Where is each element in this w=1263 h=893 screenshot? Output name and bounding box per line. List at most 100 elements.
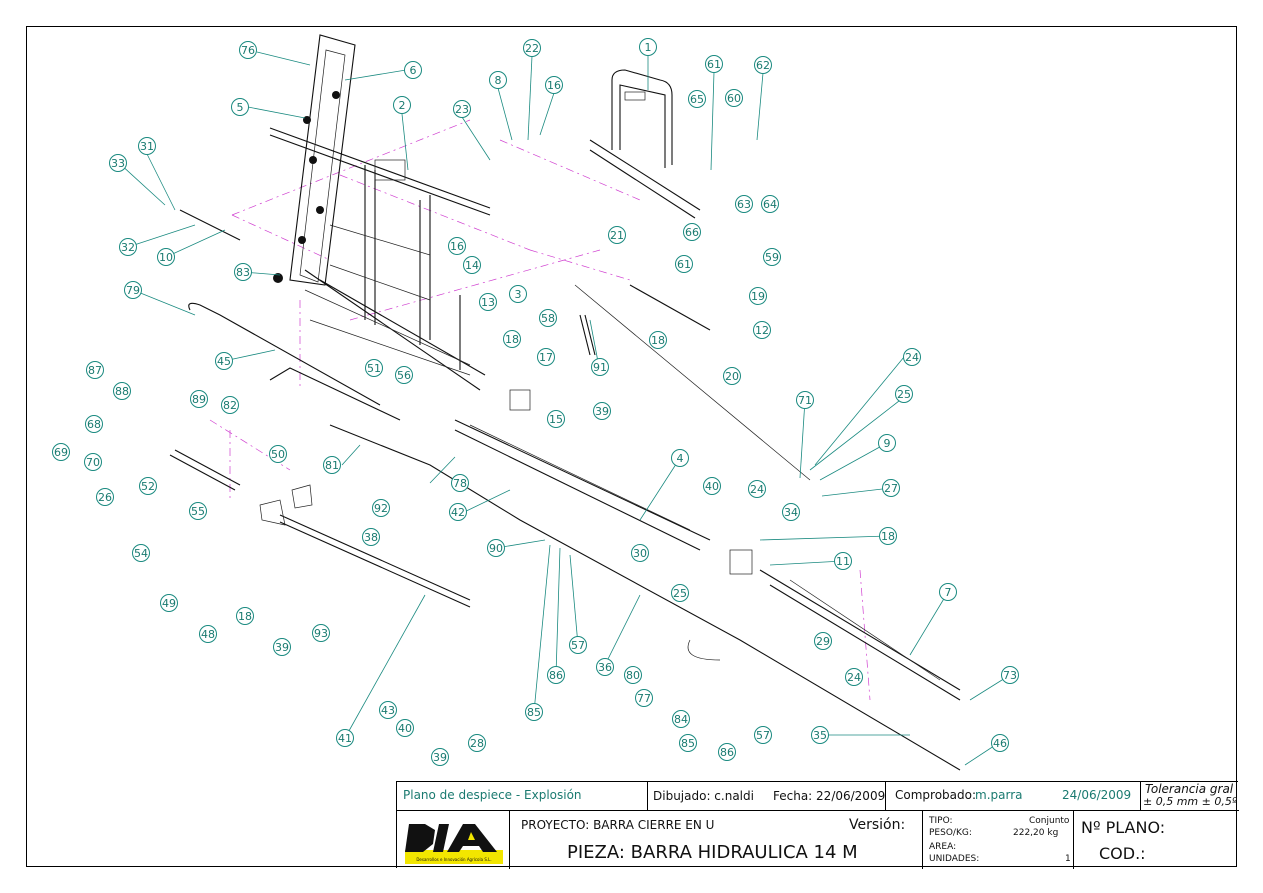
callout-number: 83 [236, 266, 250, 279]
callout-83: 83 [234, 263, 252, 281]
callout-38: 38 [362, 528, 380, 546]
callout-36: 36 [596, 658, 614, 676]
callout-number: 61 [677, 258, 691, 271]
tolerance-value: ± 0,5 mm ± 0,5º [1143, 795, 1238, 808]
callout-79: 79 [124, 281, 142, 299]
project: PROYECTO: BARRA CIERRE EN U [521, 818, 715, 832]
callout-number: 68 [87, 418, 101, 431]
callout-number: 6 [410, 64, 417, 77]
callout-number: 85 [527, 706, 541, 719]
piece-name: PIEZA: BARRA HIDRAULICA 14 M [567, 842, 858, 863]
callout-number: 90 [489, 542, 503, 555]
callout-56: 56 [395, 366, 413, 384]
callout-27: 27 [882, 479, 900, 497]
callout-86: 86 [718, 743, 736, 761]
callout-number: 10 [159, 251, 173, 264]
callout-number: 45 [217, 355, 231, 368]
logo-tagline: Desarrollos e Innovación Agrícola S.L. [416, 857, 491, 862]
callout-number: 42 [451, 506, 465, 519]
boom-parts [169, 209, 961, 771]
title-block: Plano de despiece - Explosión Dibujado: … [396, 781, 1239, 869]
callout-21: 21 [608, 226, 626, 244]
callout-number: 58 [541, 312, 555, 325]
callout-87: 87 [86, 361, 104, 379]
callout-60: 60 [725, 89, 743, 107]
callout-65: 65 [688, 90, 706, 108]
callout-number: 35 [813, 729, 827, 742]
callout-number: 48 [201, 628, 215, 641]
callout-23: 23 [453, 100, 471, 118]
drawn-by: Dibujado: c.naldi [653, 789, 754, 803]
callout-86: 86 [547, 666, 565, 684]
callout-number: 32 [121, 241, 135, 254]
callout-22: 22 [523, 39, 541, 57]
callout-63: 63 [735, 195, 753, 213]
callout-number: 56 [397, 369, 411, 382]
callout-number: 81 [325, 459, 339, 472]
callout-number: 41 [338, 732, 352, 745]
callout-number: 64 [763, 198, 777, 211]
callout-number: 86 [549, 669, 563, 682]
callout-number: 82 [223, 399, 237, 412]
callout-number: 78 [453, 477, 467, 490]
callout-35: 35 [811, 726, 829, 744]
callout-89: 89 [190, 390, 208, 408]
callout-number: 23 [455, 103, 469, 116]
checked-date: 24/06/2009 [1062, 788, 1132, 802]
callout-24: 24 [903, 348, 921, 366]
callout-57: 57 [754, 726, 772, 744]
callout-number: 19 [751, 290, 765, 303]
callout-number: 24 [847, 671, 861, 684]
callout-number: 29 [816, 635, 830, 648]
callout-number: 92 [374, 502, 388, 515]
callout-14: 14 [463, 256, 481, 274]
callout-39: 39 [593, 402, 611, 420]
callout-85: 85 [525, 703, 543, 721]
callout-number: 34 [784, 506, 798, 519]
callout-number: 77 [637, 692, 651, 705]
callout-number: 63 [737, 198, 751, 211]
callout-number: 91 [593, 361, 607, 374]
callout-28: 28 [468, 734, 486, 752]
callout-24: 24 [748, 480, 766, 498]
callout-number: 9 [884, 437, 891, 450]
callout-58: 58 [539, 309, 557, 327]
plan-title: Plano de despiece - Explosión [403, 788, 582, 802]
callout-17: 17 [537, 348, 555, 366]
callout-40: 40 [703, 477, 721, 495]
callout-76: 76 [239, 41, 257, 59]
callout-71: 71 [796, 391, 814, 409]
callout-number: 51 [367, 362, 381, 375]
tipo-label: TIPO: [929, 816, 953, 826]
callout-7: 7 [939, 583, 957, 601]
callout-40: 40 [396, 719, 414, 737]
version-label: Versión: [849, 817, 906, 833]
callout-number: 2 [399, 99, 406, 112]
callout-number: 59 [765, 251, 779, 264]
callout-25: 25 [671, 584, 689, 602]
callout-93: 93 [312, 624, 330, 642]
callout-number: 21 [610, 229, 624, 242]
callout-26: 26 [96, 488, 114, 506]
callout-61: 61 [675, 255, 693, 273]
callout-20: 20 [723, 367, 741, 385]
callout-number: 1 [645, 41, 652, 54]
callout-15: 15 [547, 410, 565, 428]
callout-number: 18 [651, 334, 665, 347]
callout-number: 46 [993, 737, 1007, 750]
callout-39: 39 [273, 638, 291, 656]
callout-11: 11 [834, 552, 852, 570]
callout-number: 16 [450, 240, 464, 253]
callout-number: 24 [905, 351, 919, 364]
callout-57: 57 [569, 636, 587, 654]
callout-25: 25 [895, 385, 913, 403]
callout-number: 5 [237, 101, 244, 114]
callout-66: 66 [683, 223, 701, 241]
callout-18: 18 [879, 527, 897, 545]
callout-70: 70 [84, 453, 102, 471]
callout-number: 62 [756, 59, 770, 72]
callout-92: 92 [372, 499, 390, 517]
callout-number: 87 [88, 364, 102, 377]
